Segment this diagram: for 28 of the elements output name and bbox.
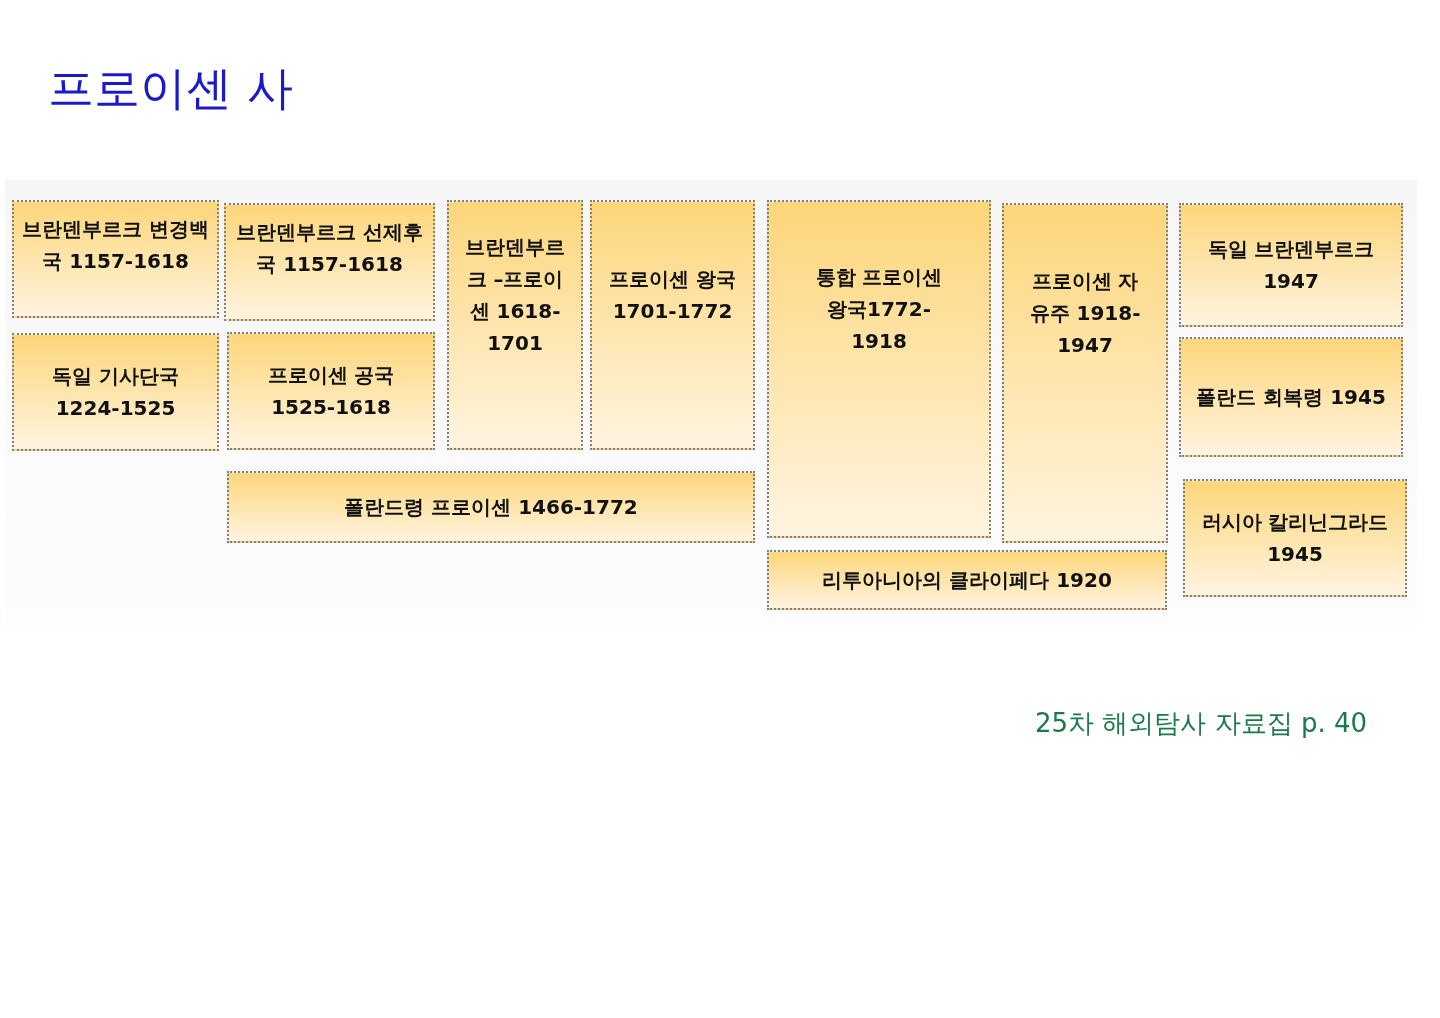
period-box: [12, 200, 219, 318]
period-label: 프로이센 왕국 1701-1772: [608, 266, 737, 325]
period-label: 리투아니아의 클라이페다 1920: [822, 567, 1112, 594]
period-label: 폴란드 회복령 1945: [1196, 384, 1386, 411]
period-label: 폴란드령 프로이센 1466-1772: [344, 494, 638, 521]
period-box: [227, 332, 435, 450]
period-box: [1179, 203, 1403, 327]
period-label: 독일 기사단국 1224-1525: [51, 363, 180, 422]
period-box: [224, 203, 435, 321]
period-box: [1002, 203, 1168, 543]
period-label: 프로이센 공국 1525-1618: [266, 362, 396, 421]
period-label: 브란덴부르크 선제후국 1157-1618: [235, 219, 424, 278]
period-box: [1183, 479, 1407, 597]
period-box: [767, 550, 1167, 610]
caption: 25차 해외탐사 자료집 p. 40: [1035, 707, 1367, 740]
period-box: [590, 200, 755, 450]
period-box: [447, 200, 583, 450]
period-label: 브란덴부르크 변경백국 1157-1618: [22, 216, 209, 275]
title: 프로이센 사: [48, 60, 293, 117]
period-label: 통합 프로이센 왕국1772-1918: [814, 264, 944, 355]
period-box: [12, 333, 219, 451]
period-label: 독일 브란덴부르크 1947: [1206, 236, 1376, 295]
period-label: 러시아 칼리닌그라드 1945: [1200, 509, 1390, 568]
period-box: [767, 200, 991, 538]
period-label: 브란덴부르크 –프로이센 1618-1701: [464, 234, 566, 357]
period-box: [227, 471, 755, 543]
period-label: 프로이센 자유주 1918-1947: [1028, 268, 1142, 359]
period-box: [1179, 337, 1403, 457]
